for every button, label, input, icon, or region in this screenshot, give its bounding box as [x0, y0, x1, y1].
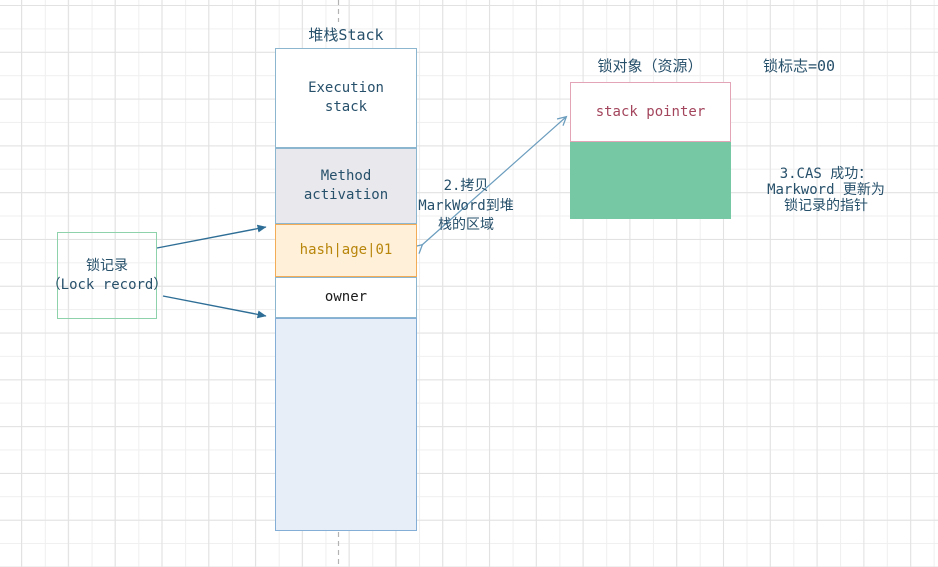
lock-record-label: 锁记录 （Lock record） — [46, 257, 168, 293]
method-activation-label: Method activation — [303, 168, 389, 203]
stack-free-space-box[interactable] — [275, 318, 417, 531]
stack-pointer-box[interactable]: stack pointer — [570, 82, 731, 142]
lock-object-title[interactable]: 锁对象（资源） — [597, 57, 703, 75]
lock-record-to-markword-arrow[interactable] — [156, 224, 267, 249]
mark-word-box[interactable]: hash|age|01 — [275, 224, 417, 277]
lock-record-box[interactable]: 锁记录 （Lock record） — [47, 232, 167, 319]
owner-box[interactable]: owner — [275, 277, 417, 318]
lock-record-to-free-space-arrow[interactable] — [162, 295, 267, 319]
owner-label: owner — [324, 289, 368, 305]
cas-success-note[interactable]: 3.CAS 成功： Markword 更新为 锁记录的指针 — [767, 166, 885, 214]
execution-stack-label: Execution stack — [308, 80, 384, 115]
stack-pointer-label: stack pointer — [595, 103, 706, 120]
lock-flag-label[interactable]: 锁标志=00 — [762, 57, 836, 75]
copy-markword-note[interactable]: 2.拷贝 MarkWord到堆 栈的区域 — [418, 178, 514, 233]
mark-word-label: hash|age|01 — [299, 242, 393, 258]
method-activation-box[interactable]: Method activation — [275, 148, 417, 224]
stack-title[interactable]: 堆栈Stack — [308, 26, 384, 44]
execution-stack-box[interactable]: Execution stack — [275, 48, 417, 148]
lock-object-body-box[interactable] — [570, 142, 731, 219]
